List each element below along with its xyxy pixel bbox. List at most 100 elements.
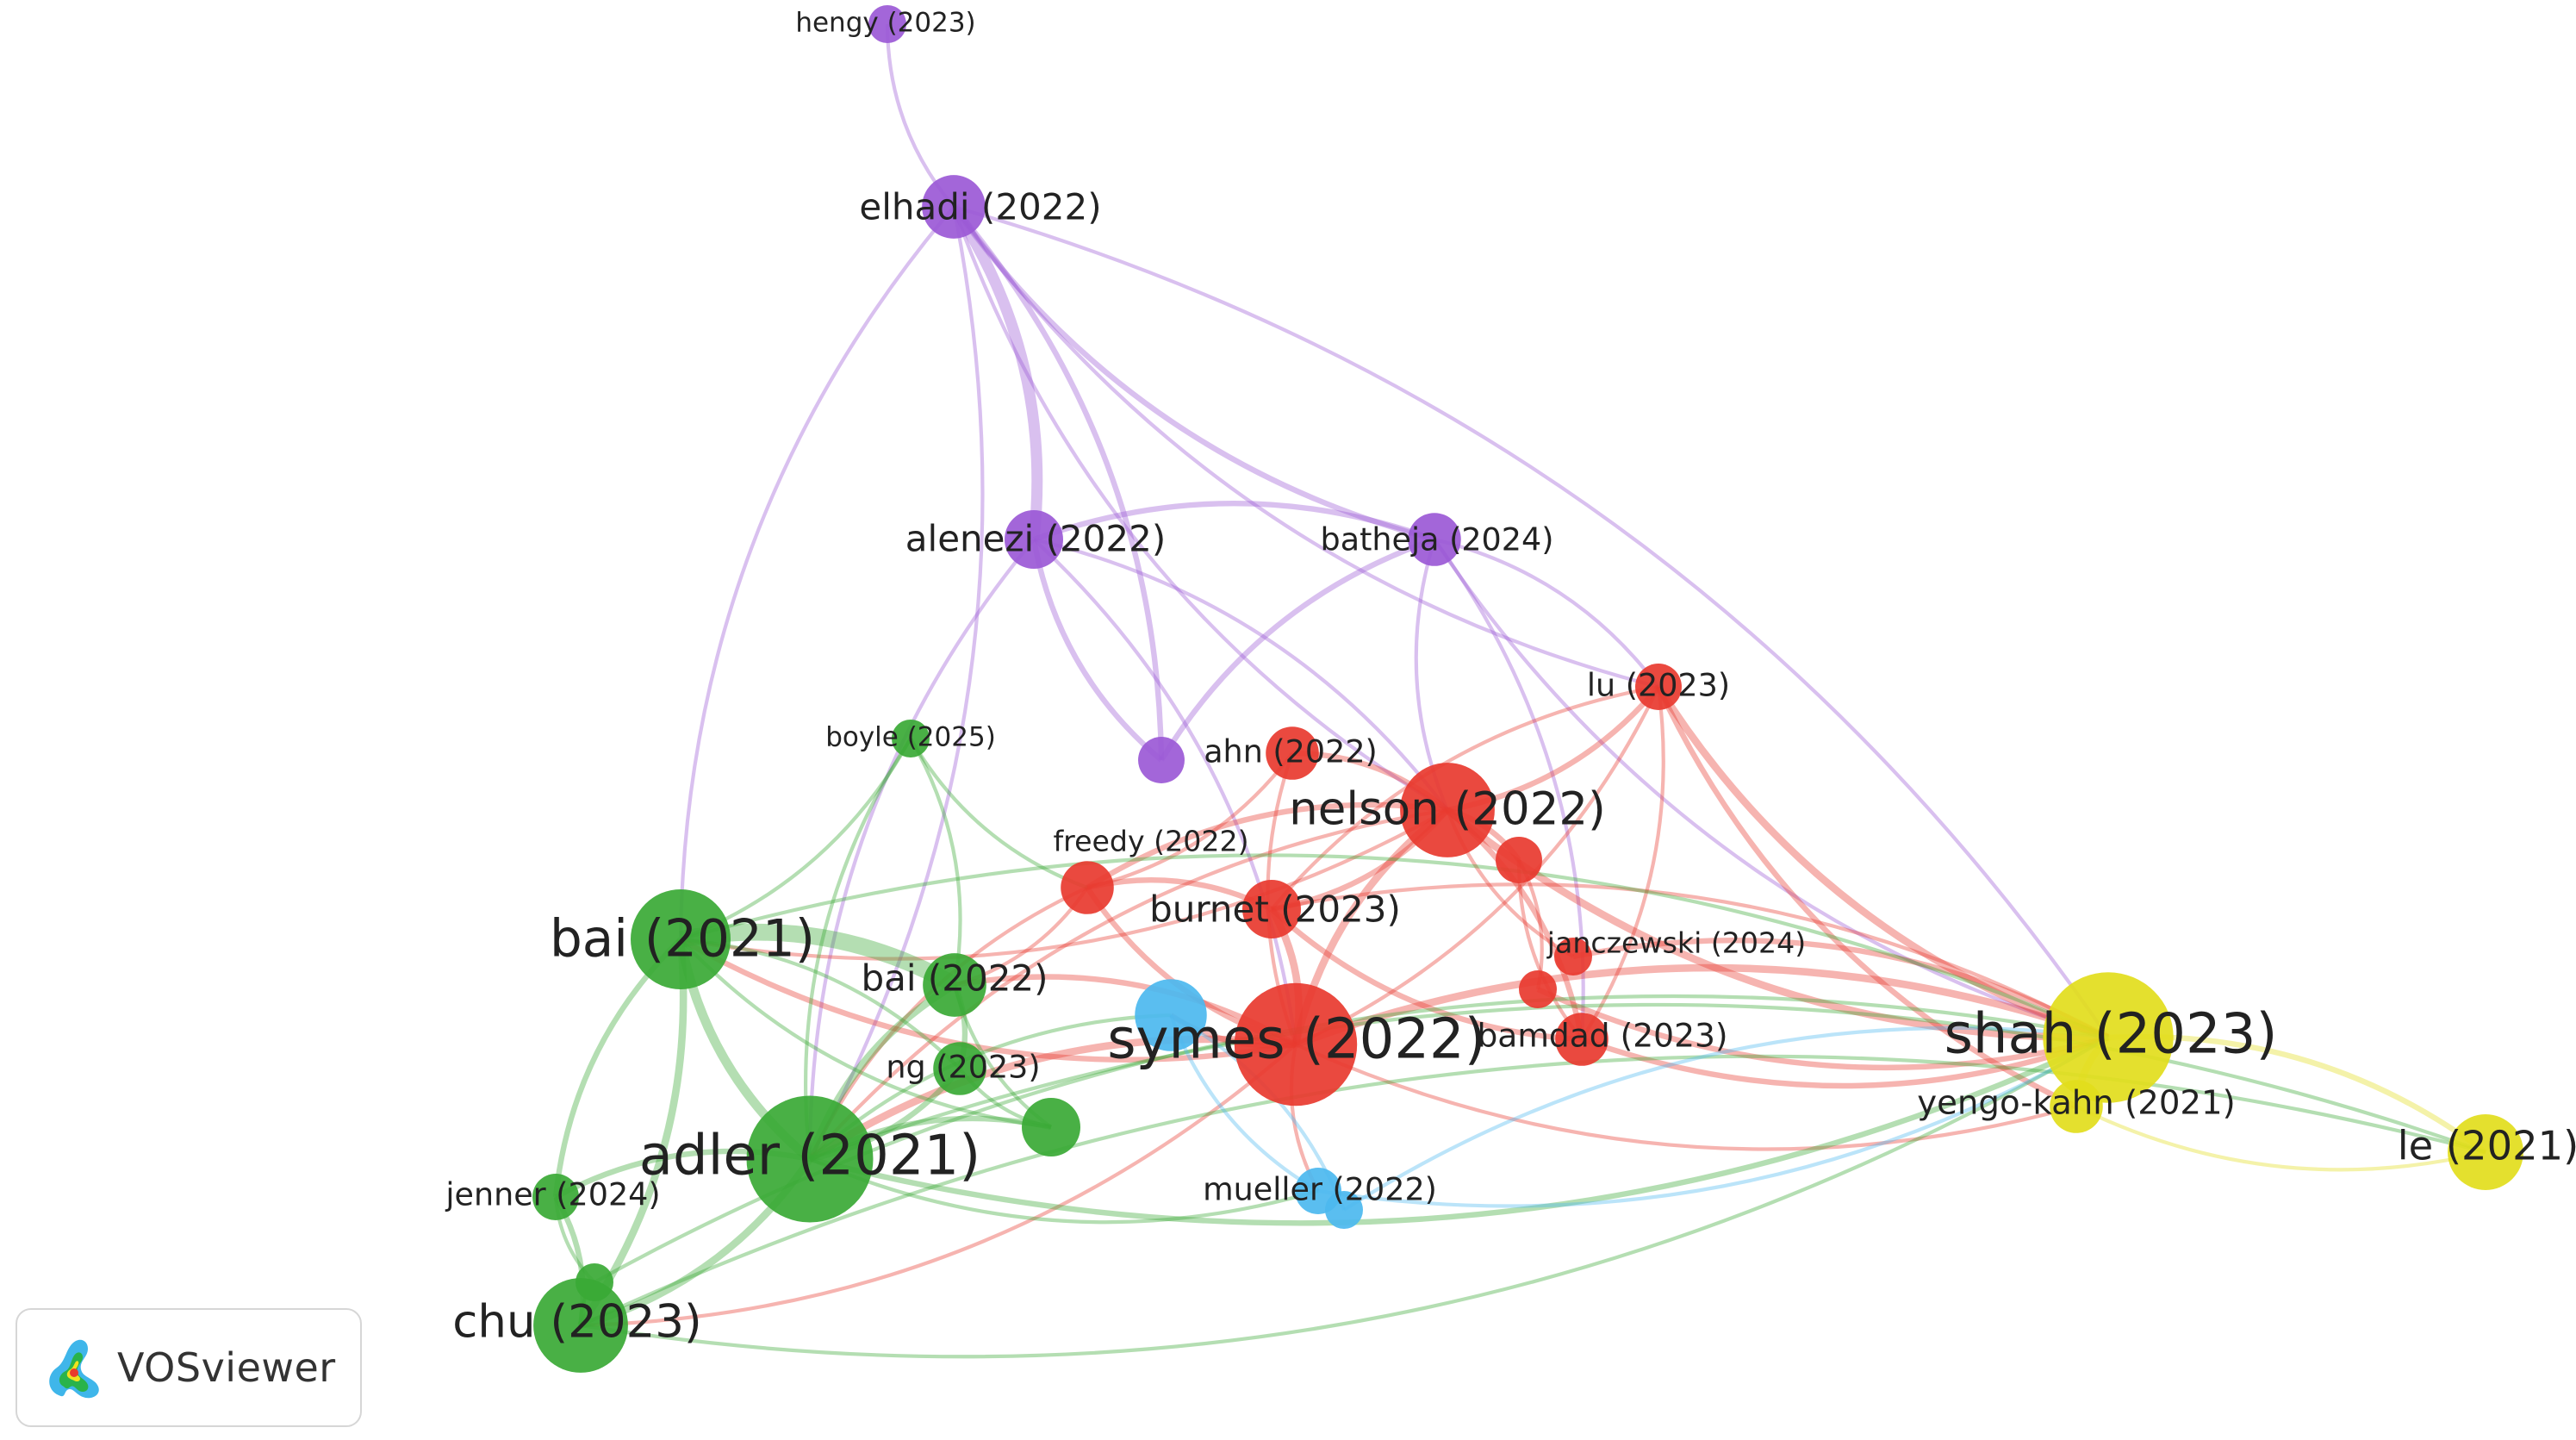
- link-alenezi-purple_s: [1030, 539, 1164, 763]
- link-janczewski-shah: [1572, 938, 2110, 1040]
- node-label-boyle: boyle (2025): [825, 722, 996, 753]
- node-label-mueller: mueller (2022): [1203, 1171, 1437, 1208]
- link-bamdad-shah: [1580, 1034, 2110, 1089]
- link-symes-yengo: [1295, 1043, 2077, 1151]
- labels-layer: hengy (2023)elhadi (2022)alenezi (2022)b…: [445, 8, 2576, 1349]
- node-ng[interactable]: [933, 1042, 986, 1095]
- link-lu-shah: [1655, 684, 2110, 1042]
- node-label-ahn: ahn (2022): [1204, 733, 1378, 770]
- node-jenner[interactable]: [532, 1174, 579, 1220]
- node-boyle[interactable]: [892, 720, 930, 757]
- link-ahn-freedy: [1086, 751, 1294, 890]
- node-label-batheja: batheja (2024): [1321, 521, 1554, 558]
- node-bai2022[interactable]: [923, 953, 986, 1017]
- nodes-layer[interactable]: [532, 5, 2523, 1373]
- node-label-adler: adler (2021): [639, 1125, 980, 1188]
- node-label-ng: ng (2023): [886, 1049, 1040, 1086]
- node-elhadi[interactable]: [922, 175, 986, 239]
- node-green_s[interactable]: [1022, 1098, 1080, 1156]
- link-boyle-freedy: [909, 737, 1088, 889]
- link-batheja-lu: [1434, 537, 1660, 689]
- link-lu-yengo: [1656, 685, 2078, 1109]
- node-shah[interactable]: [2043, 972, 2174, 1103]
- link-batheja-shah: [1433, 538, 2109, 1040]
- node-hengy[interactable]: [868, 5, 906, 43]
- link-symes-chu: [580, 1043, 1297, 1328]
- link-symes-shah: [1294, 963, 2110, 1049]
- link-bai2021-green_s: [679, 938, 1052, 1130]
- node-label-freedy: freedy (2022): [1053, 825, 1248, 858]
- brand-name: VOSviewer: [117, 1344, 336, 1391]
- link-elhadi-lu: [952, 205, 1659, 689]
- link-nelson-bai2021: [680, 808, 1449, 961]
- node-label-jenner: jenner (2024): [445, 1176, 660, 1213]
- node-batheja[interactable]: [1408, 513, 1461, 566]
- node-le[interactable]: [2448, 1114, 2523, 1190]
- node-symes_b[interactable]: [1135, 979, 1207, 1051]
- link-adler-le: [809, 1002, 2486, 1161]
- link-elhadi-alenezi: [949, 203, 1043, 540]
- node-lu[interactable]: [1635, 664, 1682, 710]
- node-label-le: le (2021): [2398, 1123, 2576, 1169]
- node-ahn[interactable]: [1266, 726, 1319, 780]
- node-label-bai2021: bai (2021): [550, 910, 815, 969]
- node-red_s1[interactable]: [1496, 837, 1542, 883]
- link-chu-shah: [580, 1036, 2110, 1359]
- link-lu-symes: [1295, 686, 1660, 1046]
- node-yengo[interactable]: [2050, 1080, 2103, 1133]
- link-batheja-purple_s: [1159, 536, 1436, 762]
- link-elhadi-batheja: [951, 205, 1435, 543]
- node-bamdad[interactable]: [1555, 1013, 1608, 1066]
- link-blue_s-shah: [1342, 1025, 2109, 1212]
- node-alenezi[interactable]: [1005, 510, 1063, 569]
- node-janczewski[interactable]: [1554, 938, 1592, 976]
- node-chu[interactable]: [533, 1278, 628, 1373]
- link-nelson-adler: [808, 807, 1448, 1161]
- link-elhadi-shah: [953, 204, 2110, 1039]
- node-green_t[interactable]: [576, 1263, 613, 1301]
- link-nelson-freedy: [1086, 801, 1448, 890]
- node-label-janczewski: janczewski (2024): [1546, 926, 1806, 960]
- node-label-shah: shah (2023): [1944, 1003, 2278, 1067]
- node-freedy[interactable]: [1061, 861, 1114, 914]
- link-symes-adler: [807, 1035, 1297, 1163]
- link-adler-mueller: [809, 1157, 1319, 1225]
- node-red_s2[interactable]: [1519, 970, 1557, 1008]
- link-adler-shah: [809, 1035, 2110, 1226]
- link-burnet-shah: [1271, 882, 2110, 1039]
- node-label-alenezi: alenezi (2022): [905, 518, 1166, 560]
- node-label-nelson: nelson (2022): [1289, 783, 1606, 836]
- link-chu-le: [580, 1054, 2486, 1327]
- node-burnet[interactable]: [1242, 880, 1301, 938]
- link-elhadi-bai2021: [678, 205, 955, 940]
- link-red_s2-shah: [1536, 987, 2109, 1071]
- node-label-yengo: yengo-kahn (2021): [1917, 1084, 2236, 1123]
- vosviewer-brand-badge: VOSviewer: [16, 1308, 362, 1427]
- node-blue_s[interactable]: [1325, 1191, 1363, 1229]
- node-label-elhadi: elhadi (2022): [859, 186, 1101, 228]
- node-purple_s[interactable]: [1138, 737, 1185, 783]
- link-elhadi-purple_s: [951, 204, 1165, 761]
- node-label-bai2022: bai (2022): [861, 957, 1048, 1000]
- node-adler[interactable]: [746, 1095, 874, 1223]
- link-alenezi-batheja: [1032, 501, 1436, 543]
- link-boyle-bai2022: [909, 737, 962, 986]
- link-symes-bai2021: [679, 937, 1297, 1063]
- link-alenezi-nelson: [1033, 537, 1449, 812]
- link-lu-bamdad: [1580, 686, 1665, 1041]
- node-label-bamdad: bamdad (2023): [1477, 1017, 1727, 1055]
- node-symes[interactable]: [1234, 982, 1358, 1106]
- node-nelson[interactable]: [1400, 763, 1495, 857]
- node-label-symes: symes (2022): [1107, 1008, 1485, 1072]
- link-yengo-le: [2075, 1105, 2486, 1172]
- link-alenezi-symes: [1032, 538, 1298, 1045]
- vosviewer-logo-icon: [49, 1339, 99, 1399]
- link-alenezi-adler: [807, 538, 1036, 1160]
- node-label-burnet: burnet (2023): [1149, 888, 1401, 931]
- link-burnet-bamdad: [1269, 907, 1583, 1043]
- node-label-chu: chu (2023): [452, 1296, 701, 1349]
- node-label-lu: lu (2023): [1587, 667, 1730, 704]
- link-mueller-shah: [1317, 1036, 2110, 1208]
- node-bai2021[interactable]: [631, 889, 731, 989]
